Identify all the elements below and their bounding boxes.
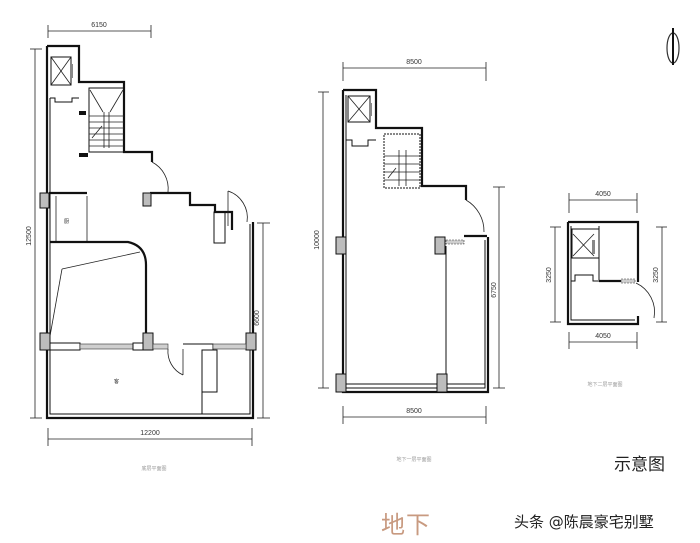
dim-label: 12200 (140, 430, 160, 437)
dim-label: 6600 (254, 310, 261, 326)
basement-1-plan: 8500 10000 6750 8500 (314, 59, 505, 463)
dim-label: 3250 (546, 267, 553, 283)
ground-floor-plan: 6150 12500 6600 12200 (26, 22, 270, 472)
stair (79, 87, 125, 157)
basement-2-plan: 4050 3250 3250 4050 (546, 191, 667, 388)
dim-right-ground: 6600 (254, 222, 270, 419)
dim-top-ground: 6150 (47, 22, 152, 38)
room-label-living: 客 (114, 378, 119, 385)
north-arrow-icon (666, 28, 680, 65)
dim-bottom-b1: 8500 (342, 406, 487, 424)
room-label-kitchen: 厨 (64, 219, 69, 225)
dim-top-b2: 4050 (568, 191, 638, 213)
caption-basement-1: 地下一层平面图 (396, 456, 431, 463)
dim-right-b2: 3250 (653, 226, 667, 323)
caption-basement-2: 地下二层平面图 (587, 381, 622, 388)
dim-left-b1: 10000 (314, 91, 329, 389)
dim-left-ground: 12500 (26, 48, 42, 419)
caption-ground-floor: 底层平面图 (141, 465, 166, 472)
dim-label: 8500 (406, 408, 422, 415)
dim-right-b1: 6750 (491, 186, 505, 389)
dim-bottom-ground: 12200 (47, 428, 253, 446)
dim-label: 6750 (491, 282, 498, 298)
watermark: 头条 @陈晨豪宅别墅 (514, 513, 654, 531)
dim-label: 12500 (26, 226, 33, 246)
diagram-note: 示意图 (614, 455, 665, 475)
dim-label: 8500 (406, 59, 422, 66)
dim-label: 4050 (595, 191, 611, 198)
dim-label: 3250 (653, 267, 660, 283)
dim-top-b1: 8500 (342, 59, 487, 81)
dim-bottom-b2: 4050 (568, 332, 638, 349)
dim-label: 4050 (595, 333, 611, 340)
dim-label: 6150 (91, 22, 107, 29)
stair (383, 133, 421, 189)
dim-left-b2: 3250 (546, 226, 561, 323)
dim-label: 10000 (314, 230, 321, 250)
level-title: 地下 (381, 511, 431, 539)
